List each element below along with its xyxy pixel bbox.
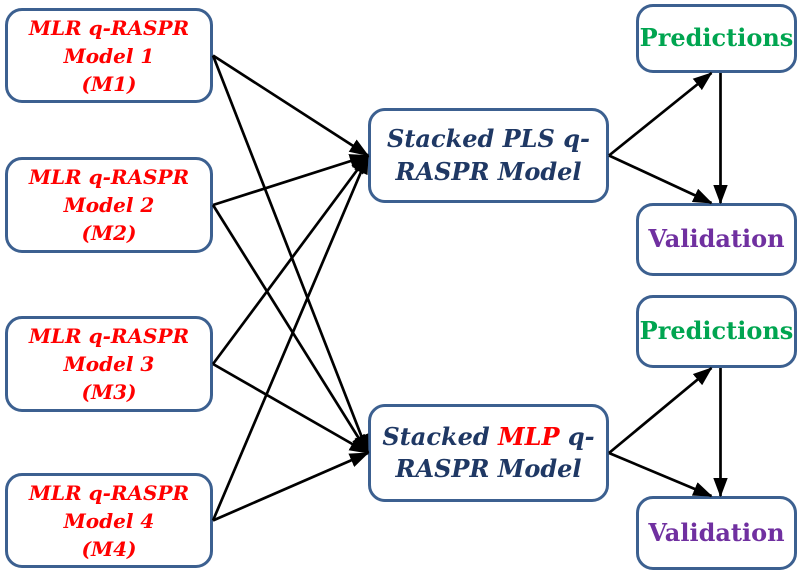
stacked-mlp-line-2: RASPR Model <box>395 454 582 483</box>
stacked-pls-model-box: Stacked PLS q- RASPR Model <box>368 108 609 203</box>
mlr-model-1-box: MLR q-RASPR Model 1 (M1) <box>5 8 213 103</box>
validation-label-bottom: Validation <box>648 517 785 547</box>
stacked-mlp-line-1: Stacked MLP q- <box>382 421 595 451</box>
validation-box-bottom: Validation <box>636 496 797 570</box>
model-2-line-3: (M2) <box>81 221 137 245</box>
mlr-model-3-box: MLR q-RASPR Model 3 (M3) <box>5 316 213 412</box>
arrow-m1-to-mlp <box>211 55 370 455</box>
validation-box-top: Validation <box>636 203 797 276</box>
arrow-mlp-to-p2 <box>608 366 713 455</box>
predictions-label-top: Predictions <box>639 23 794 53</box>
model-1-line-3: (M1) <box>81 71 137 96</box>
arrow-m4-to-mlp <box>212 451 370 522</box>
model-1-line-1: MLR q-RASPR <box>28 15 190 40</box>
model-3-line-2: Model 3 <box>63 352 155 376</box>
model-4-line-3: (M4) <box>81 536 137 561</box>
arrow-pls-to-p1 <box>608 71 713 157</box>
stacked-pls-line-1: Stacked PLS q- <box>387 124 590 154</box>
arrow-m2-to-mlp <box>211 204 370 455</box>
validation-label-top: Validation <box>648 224 785 254</box>
model-2-line-2: Model 2 <box>63 193 155 217</box>
mlr-model-2-box: MLR q-RASPR Model 2 (M2) <box>5 157 213 253</box>
model-3-line-3: (M3) <box>81 380 137 404</box>
mlr-model-4-box: MLR q-RASPR Model 4 (M4) <box>5 473 213 568</box>
predictions-label-bottom: Predictions <box>639 316 794 346</box>
model-4-line-2: Model 4 <box>63 508 155 533</box>
model-2-line-1: MLR q-RASPR <box>28 165 190 189</box>
arrow-pls-to-v1 <box>608 154 713 205</box>
arrow-m1-to-pls <box>212 54 370 157</box>
mlp-highlight-text: MLP <box>498 421 560 451</box>
arrow-m3-to-pls <box>211 154 370 365</box>
model-3-line-1: MLR q-RASPR <box>28 324 190 348</box>
arrow-m3-to-mlp <box>212 362 370 455</box>
arrow-m4-to-pls <box>211 154 370 522</box>
model-4-line-1: MLR q-RASPR <box>28 480 190 505</box>
predictions-box-top: Predictions <box>636 4 797 73</box>
arrow-mlp-to-v2 <box>608 451 713 498</box>
stacked-pls-line-2: RASPR Model <box>395 156 582 186</box>
stacked-mlp-model-box: Stacked MLP q- RASPR Model <box>368 404 609 502</box>
predictions-box-bottom: Predictions <box>636 295 797 368</box>
arrow-m2-to-pls <box>212 154 370 207</box>
model-1-line-2: Model 1 <box>63 43 155 68</box>
